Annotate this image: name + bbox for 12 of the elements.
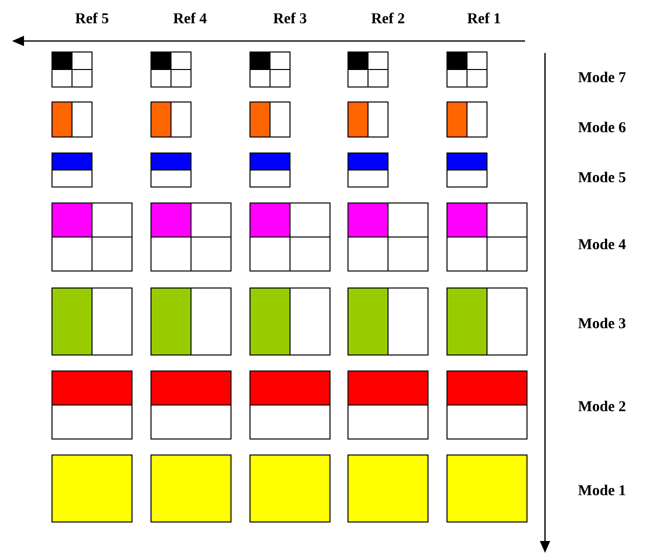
row-label: Mode 4: [578, 238, 626, 250]
column-label: Ref 5: [75, 12, 108, 24]
column-label: Ref 2: [371, 12, 404, 24]
row-label: Mode 1: [578, 484, 626, 496]
row-label: Mode 7: [578, 72, 626, 82]
row-label: Mode 2: [578, 400, 626, 412]
column-label: Ref 1: [467, 12, 500, 24]
row-label: Mode 5: [578, 172, 626, 182]
row-label: Mode 3: [578, 318, 626, 328]
row-label: Mode 6: [578, 122, 626, 132]
column-label: Ref 3: [273, 12, 306, 24]
column-label: Ref 4: [173, 12, 207, 24]
